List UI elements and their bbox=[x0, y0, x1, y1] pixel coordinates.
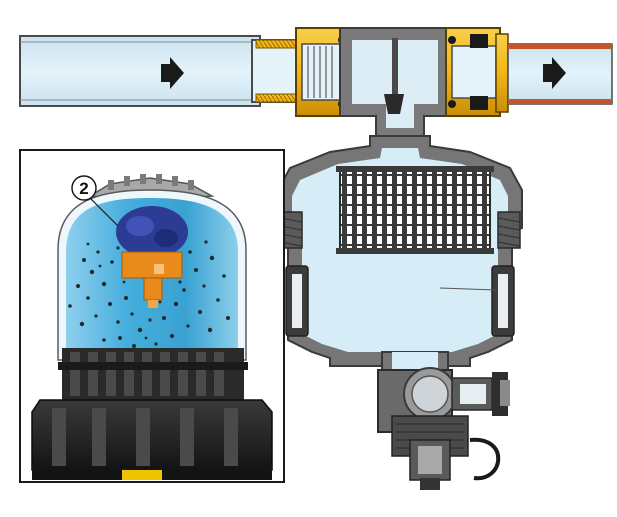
filter-housing bbox=[277, 135, 523, 377]
outlet-coupling bbox=[445, 27, 509, 117]
inset-panel: 2 bbox=[19, 149, 285, 483]
flow-arrow-icon bbox=[543, 57, 566, 89]
inlet-coupling bbox=[295, 27, 347, 117]
callout-number: 2 bbox=[79, 179, 88, 198]
inlet-pipe bbox=[19, 35, 301, 107]
callout-circle bbox=[71, 175, 97, 201]
drain-valve bbox=[377, 367, 510, 490]
filter-head bbox=[339, 27, 451, 139]
debris-particles bbox=[68, 240, 230, 348]
flow-arrow-icon bbox=[161, 57, 184, 89]
